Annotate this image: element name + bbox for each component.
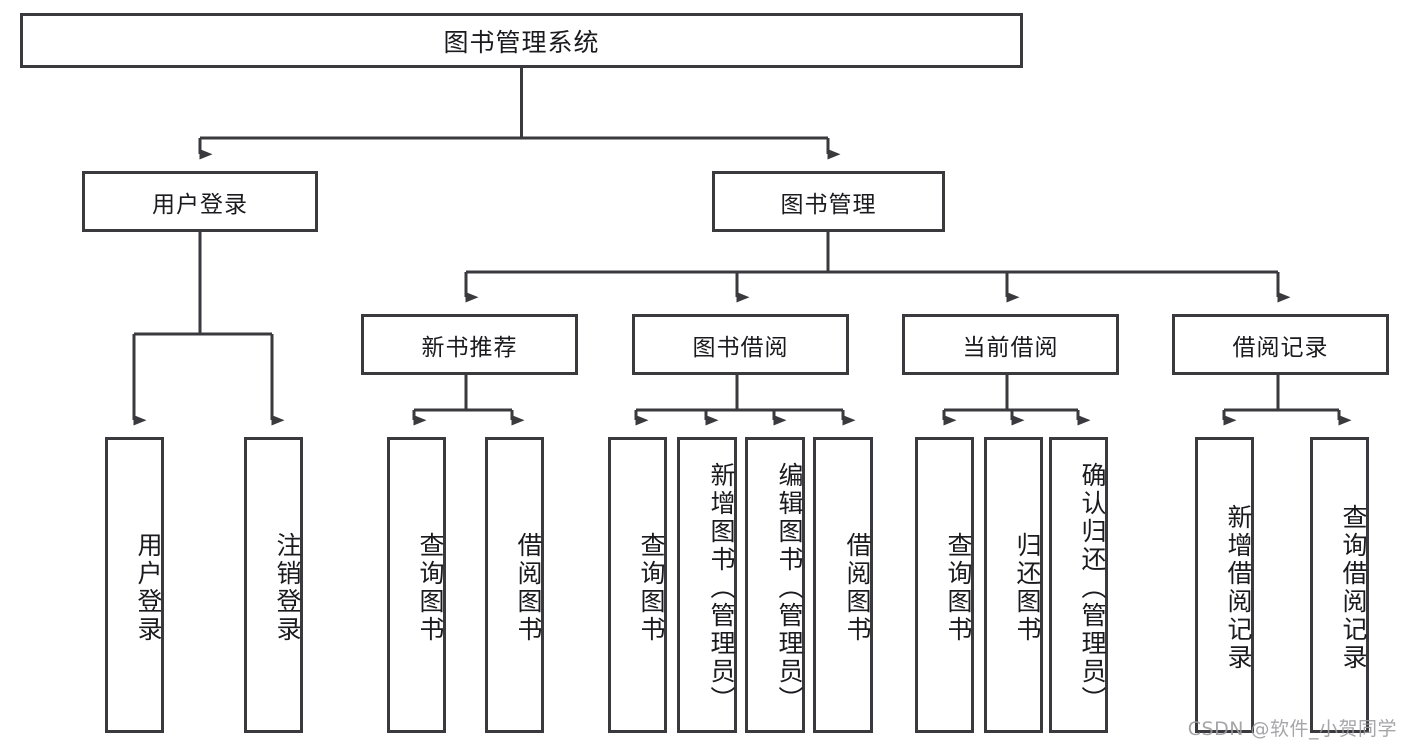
- node-label: 用户登录: [134, 532, 163, 644]
- node-label: 查询图书: [944, 532, 973, 644]
- node-label: 用户登录: [152, 191, 248, 218]
- node-current-borrow[interactable]: 当前借阅: [902, 314, 1119, 375]
- node-leaf-add-book-admin[interactable]: 新增图书（管理员）: [677, 437, 737, 733]
- node-label: 新书推荐: [421, 334, 518, 361]
- node-leaf-query-book-3[interactable]: 查询图书: [915, 437, 974, 733]
- node-label: 借阅图书: [514, 532, 543, 644]
- node-leaf-confirm-return-admin[interactable]: 确认归还（管理员）: [1049, 437, 1108, 733]
- node-label: 借阅图书: [843, 532, 872, 644]
- node-label: 确认归还（管理员）: [1078, 462, 1107, 714]
- node-label: 查询借阅记录: [1339, 504, 1368, 672]
- node-leaf-return-book[interactable]: 归还图书: [984, 437, 1043, 733]
- node-label: 归还图书: [1013, 532, 1042, 644]
- node-label: 图书管理系统: [443, 27, 600, 57]
- node-leaf-user-logout[interactable]: 注销登录: [244, 437, 303, 733]
- node-borrow-record[interactable]: 借阅记录: [1172, 314, 1389, 375]
- node-leaf-query-book-2[interactable]: 查询图书: [608, 437, 667, 733]
- node-label: 新增图书（管理员）: [707, 462, 736, 714]
- node-leaf-borrow-book-1[interactable]: 借阅图书: [485, 437, 544, 733]
- node-label: 图书借阅: [692, 334, 789, 361]
- node-label: 编辑图书（管理员）: [775, 462, 804, 714]
- node-leaf-borrow-book-2[interactable]: 借阅图书: [813, 437, 873, 733]
- node-new-book-recommend[interactable]: 新书推荐: [361, 314, 578, 375]
- node-label: 新增借阅记录: [1224, 504, 1253, 672]
- node-root-book-management-system[interactable]: 图书管理系统: [20, 13, 1023, 68]
- node-label: 查询图书: [637, 532, 666, 644]
- node-label: 图书管理: [780, 191, 877, 218]
- node-leaf-user-login[interactable]: 用户登录: [105, 437, 164, 733]
- node-leaf-query-borrow-record[interactable]: 查询借阅记录: [1310, 437, 1369, 733]
- node-leaf-add-borrow-record[interactable]: 新增借阅记录: [1195, 437, 1254, 733]
- node-leaf-query-book-1[interactable]: 查询图书: [387, 437, 446, 733]
- node-label: 注销登录: [273, 532, 302, 644]
- node-label: 查询图书: [416, 532, 445, 644]
- node-book-manage[interactable]: 图书管理: [712, 171, 945, 232]
- node-book-borrow[interactable]: 图书借阅: [632, 314, 849, 375]
- node-user-login[interactable]: 用户登录: [82, 171, 318, 232]
- node-leaf-edit-book-admin[interactable]: 编辑图书（管理员）: [745, 437, 805, 733]
- node-label: 当前借阅: [962, 334, 1059, 361]
- node-label: 借阅记录: [1232, 334, 1329, 361]
- csdn-watermark: CSDN @软件_小贺同学: [1187, 718, 1397, 740]
